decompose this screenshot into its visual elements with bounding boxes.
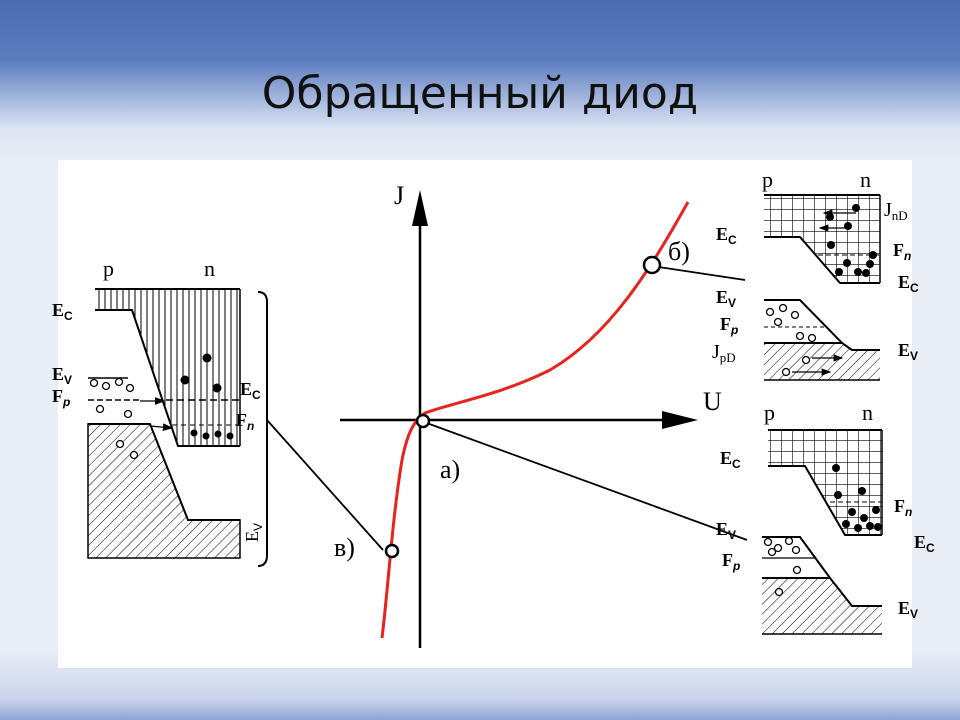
point-v-label: в) [334,533,355,562]
rt-ec-label: EC [716,224,737,247]
rb-ev-right-label: EV [898,598,918,621]
rt-ec-right-label: EC [898,272,919,295]
left-fn-label: Fn [236,410,254,433]
rt-valence-band [764,343,880,380]
left-ev-right-label: EV [242,523,265,542]
left-ec-label: EC [52,300,73,323]
rb-ev-label: EV [716,519,736,542]
left-bracket [257,291,268,567]
right-bottom-band-diagram: p n EC Fn EV EC Fp EV [716,400,935,635]
rt-fp-label: Fp [720,314,738,337]
rt-n-label: n [860,167,871,192]
point-a-label: а) [440,455,460,484]
rb-ec-right-label: EC [914,532,935,555]
rb-p-label: p [764,400,775,425]
rt-ev-label: EV [716,287,736,310]
slide-title: Обращенный диод [261,68,699,119]
rb-fp-label: Fp [722,550,740,573]
rt-jnd-label: JnD [884,199,908,223]
left-n-label: n [204,256,215,281]
right-top-band-diagram: p n EC JnD Fn EC EV Fp JpD EV [712,167,919,381]
rb-ec-label: EC [720,448,741,471]
rb-fn-label: Fn [894,496,912,519]
left-ev-label: EV [52,364,72,387]
rt-conduction-band [764,195,880,283]
u-axis-label: U [703,387,722,416]
point-b [642,255,662,275]
left-p-label: p [103,256,114,281]
rt-p-label: p [762,167,773,192]
iv-curve [380,201,690,639]
left-ec-edge [95,309,240,447]
point-v [384,543,400,559]
rb-valence-band [762,578,882,634]
point-b-label: б) [668,237,690,266]
rb-n-label: n [862,400,873,425]
rt-ev-right-label: EV [898,340,918,363]
j-axis-label: J [394,181,404,210]
point-a [415,413,431,429]
left-ec-right-label: EC [240,379,261,402]
rt-fn-label: Fn [893,240,911,263]
left-band-diagram: p n EC EV Fp EC Fn EV [52,256,384,567]
iv-graph: J U а) б) в) [334,181,748,648]
left-conduction-band [95,289,240,446]
left-fp-label: Fp [52,386,70,409]
rt-jpd-label: JpD [712,341,736,365]
